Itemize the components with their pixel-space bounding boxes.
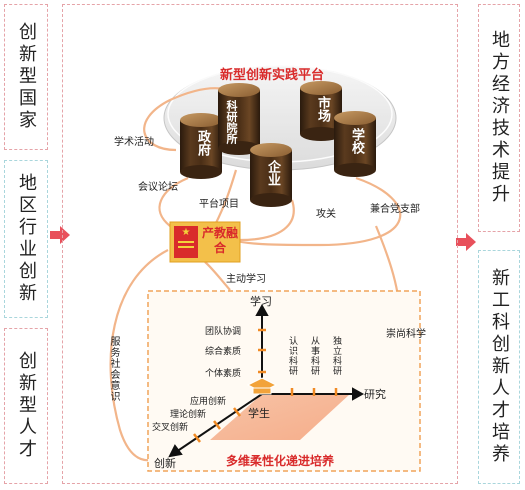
badge-label: 产教融合 <box>201 226 238 255</box>
arrow-right-out <box>456 233 476 251</box>
curve-conference <box>158 176 189 227</box>
research-tick-independent: 独立科研 <box>331 336 341 376</box>
label-research-wrap: 科研院所 <box>224 100 238 144</box>
arrow-left-in <box>50 226 70 244</box>
innovation-tick-cross: 交叉创新 <box>152 423 189 433</box>
label-school-wrap: 学校 <box>347 128 366 159</box>
label-academic: 学术活动 <box>114 137 154 148</box>
cylinder-school <box>334 111 376 177</box>
label-tackle: 攻关 <box>316 209 336 220</box>
curve-service <box>109 249 169 462</box>
label-government-wrap: 政府 <box>193 130 212 161</box>
cylinder-enterprise <box>250 143 292 207</box>
left-box-innovative-nation: 创新型国家 <box>4 4 48 150</box>
left-label-regional-innovation: 地区行业创新 <box>16 173 37 305</box>
label-party: 兼合党支部 <box>370 204 420 215</box>
right-box-economy: 地方经济技术提升 <box>478 4 520 232</box>
label-conference: 会议论坛 <box>138 182 178 193</box>
research-tick-understand: 认识科研 <box>287 336 297 376</box>
study-tick-individual: 个体素质 <box>205 369 242 379</box>
axis-student-label: 学生 <box>248 407 270 420</box>
curve-project <box>214 169 238 226</box>
cylinder-market <box>300 81 342 141</box>
study-tick-team: 团队协调 <box>205 327 242 337</box>
badge-star-icon: ★ <box>181 227 191 238</box>
left-box-innovative-talent: 创新型人才 <box>4 328 48 484</box>
label-science: 崇尚科学 <box>386 329 426 340</box>
innovation-tick-applied: 应用创新 <box>190 397 227 407</box>
platform-title: 新型创新实践平台 <box>220 68 325 83</box>
label-market: 市场 <box>315 96 330 122</box>
curve-tackle <box>239 199 295 242</box>
label-market-wrap: 市场 <box>313 96 332 127</box>
label-enterprise-wrap: 企业 <box>263 160 282 191</box>
right-label-talent-cultivation: 新工科创新人才培养 <box>489 268 510 466</box>
right-box-talent-cultivation: 新工科创新人才培养 <box>478 250 520 484</box>
center-frame <box>62 4 458 484</box>
left-label-innovative-nation: 创新型国家 <box>16 22 37 132</box>
label-service: 服务社会意识 <box>108 336 119 402</box>
left-label-innovative-talent: 创新型人才 <box>16 351 37 461</box>
label-enterprise: 企业 <box>265 160 280 186</box>
label-research-institute: 科研院所 <box>225 100 238 144</box>
cylinder-research-institute <box>218 83 260 155</box>
research-tick-engage: 从事科研 <box>309 336 319 376</box>
cylinder-government <box>180 113 222 179</box>
study-tick-overall: 综合素质 <box>205 347 242 357</box>
label-active-learning: 主动学习 <box>226 274 266 285</box>
badge-flag-icon: ★ <box>176 228 196 256</box>
label-government: 政府 <box>195 130 210 156</box>
badge-label-wrap: 产教融合 <box>201 226 239 256</box>
graduation-cap-icon <box>246 377 278 395</box>
axes <box>168 303 365 458</box>
axis-research-label: 研究 <box>364 388 386 401</box>
innovation-tick-theory: 理论创新 <box>170 410 207 420</box>
axis-innovation-label: 创新 <box>154 457 176 470</box>
label-school: 学校 <box>349 128 364 154</box>
axis-study-label: 学习 <box>250 295 272 308</box>
label-platform-project: 平台项目 <box>199 199 239 210</box>
curve-active <box>204 261 231 291</box>
cultivation-floor <box>210 394 350 440</box>
right-label-economy: 地方经济技术提升 <box>489 30 510 206</box>
curve-party <box>231 176 402 247</box>
tick-marks <box>193 328 338 443</box>
cultivation-title: 多维柔性化递进培养 <box>226 454 335 468</box>
left-box-regional-innovation: 地区行业创新 <box>4 160 48 318</box>
